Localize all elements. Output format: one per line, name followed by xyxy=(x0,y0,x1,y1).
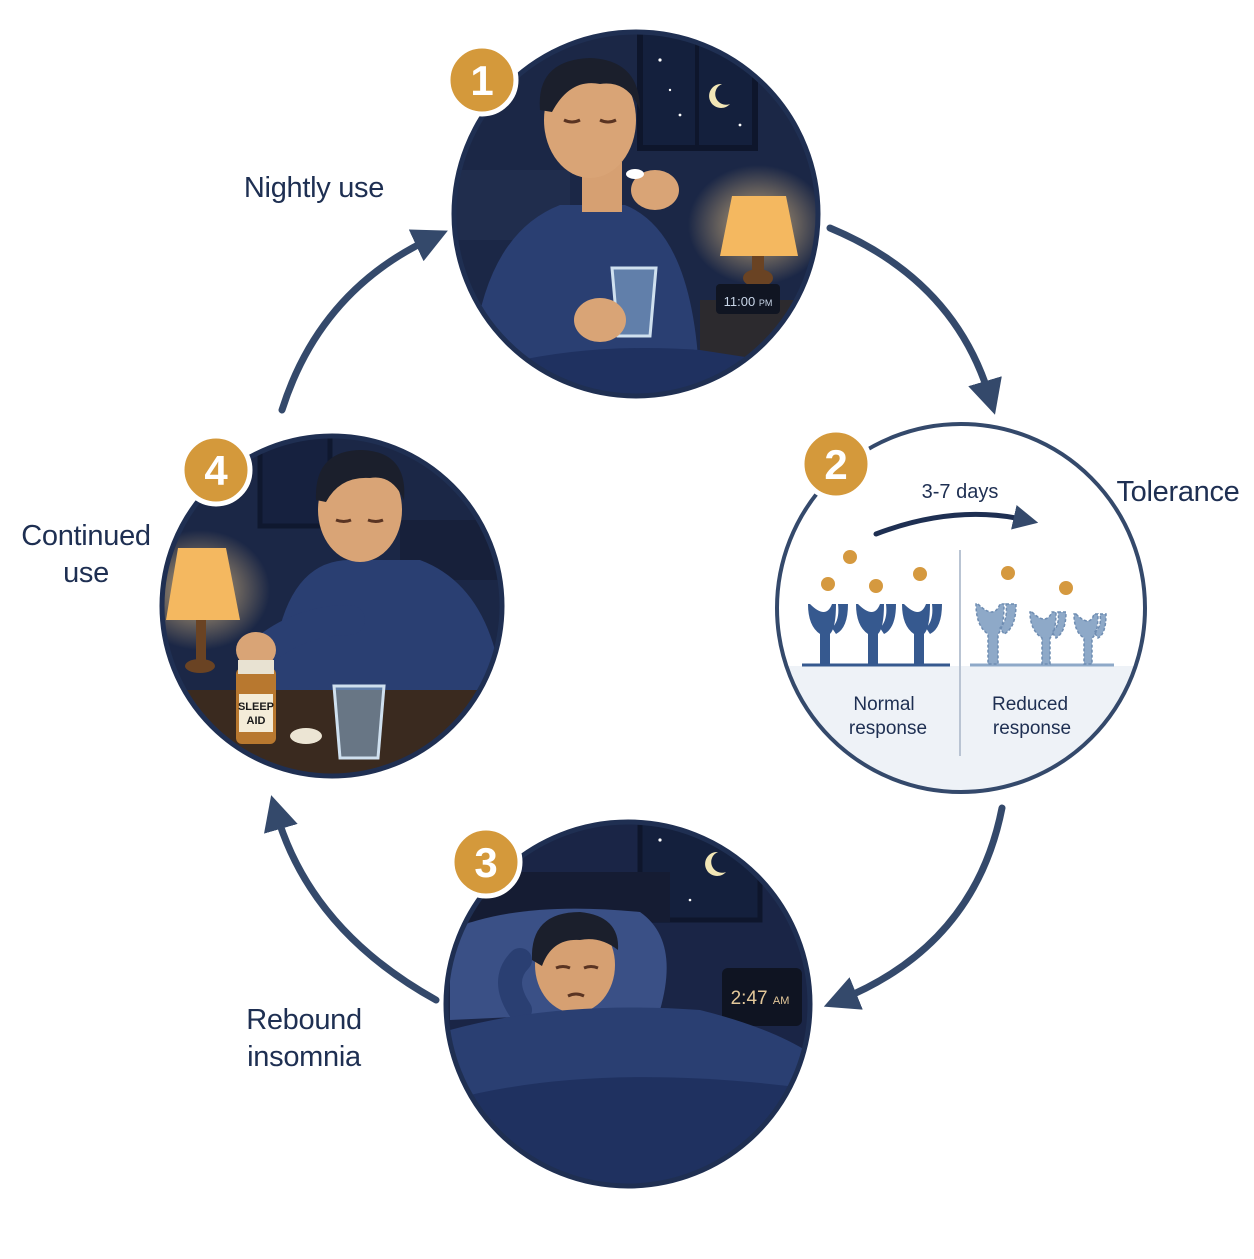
ligands-reduced xyxy=(1001,566,1073,595)
clock-suffix-1: PM xyxy=(759,298,773,308)
window xyxy=(637,32,758,151)
arrow-4-to-1 xyxy=(278,229,448,414)
ligand-dot xyxy=(913,567,927,581)
badge-1: 1 xyxy=(445,43,519,117)
badge-number-2: 2 xyxy=(824,441,847,488)
ligand-dot xyxy=(869,579,883,593)
arrow-1-to-2 xyxy=(826,224,1002,415)
cycle-arrows xyxy=(264,224,1006,1010)
label-rebound-insomnia: Rebound insomnia xyxy=(222,1002,386,1076)
badge-number-4: 4 xyxy=(204,447,228,494)
bedside-clock xyxy=(716,284,780,314)
lamp-shade xyxy=(720,196,798,256)
person-hair xyxy=(539,58,640,112)
receptor xyxy=(1029,611,1067,665)
svg-text:2:47 AM: 2:47 AM xyxy=(731,988,790,1009)
ligand-dot xyxy=(821,577,835,591)
receptor xyxy=(856,604,896,664)
svg-text:11:00 PM: 11:00 PM xyxy=(724,294,773,309)
receptor xyxy=(1073,613,1107,665)
label-line: Continued xyxy=(21,520,151,552)
badge-2: 2 xyxy=(799,427,873,501)
badge-4: 4 xyxy=(179,433,253,507)
moon-icon xyxy=(705,851,726,876)
lamp-shade xyxy=(166,548,240,620)
label-tolerance: Tolerance xyxy=(1110,474,1246,511)
label-line: Rebound xyxy=(246,1004,362,1036)
label-continued-use: Continued use xyxy=(8,518,164,592)
clock-time-3: 2:47 xyxy=(731,988,768,1009)
ligand-dot xyxy=(1001,566,1015,580)
caption-normal-line2: response xyxy=(849,718,927,739)
bottle-label-line1: SLEEP xyxy=(238,701,274,713)
pill-icon xyxy=(290,728,322,744)
badge-3: 3 xyxy=(449,825,523,899)
receptor xyxy=(975,603,1017,665)
label-nightly-use: Nightly use xyxy=(224,170,404,207)
caption-reduced-line1: Reduced xyxy=(992,694,1068,715)
pill-icon xyxy=(626,169,644,179)
label-text: Tolerance xyxy=(1116,476,1240,508)
caption-reduced-line2: response xyxy=(993,718,1071,739)
arrow-3-to-4 xyxy=(264,795,440,1004)
label-text: Nightly use xyxy=(243,172,385,204)
label-line: use xyxy=(63,557,109,589)
person-body xyxy=(270,560,502,720)
ligands-normal xyxy=(821,550,927,593)
clock-suffix-3: AM xyxy=(773,995,790,1007)
person-hair xyxy=(531,912,619,966)
receptor xyxy=(902,604,942,664)
caption-normal-line1: Normal xyxy=(853,694,914,715)
label-line: insomnia xyxy=(247,1041,361,1073)
time-arrow xyxy=(873,505,1039,537)
moon-icon xyxy=(709,83,730,108)
step-3-scene: 2:47 AM xyxy=(443,819,813,1189)
badge-number-3: 3 xyxy=(474,839,497,886)
water-glass xyxy=(332,684,386,760)
receptors-normal xyxy=(808,604,942,664)
receptor xyxy=(808,604,848,664)
timeline-label: 3-7 days xyxy=(922,481,999,503)
ligand-dot xyxy=(843,550,857,564)
bottle-label-line2: AID xyxy=(247,715,266,727)
ligand-dot xyxy=(1059,581,1073,595)
person-hair xyxy=(315,450,405,502)
badge-number-1: 1 xyxy=(470,57,493,104)
arrow-2-to-3 xyxy=(823,804,1006,1010)
bedside-clock xyxy=(722,968,802,1026)
receptors-reduced xyxy=(975,603,1107,665)
clock-time-1: 11:00 xyxy=(724,294,756,309)
